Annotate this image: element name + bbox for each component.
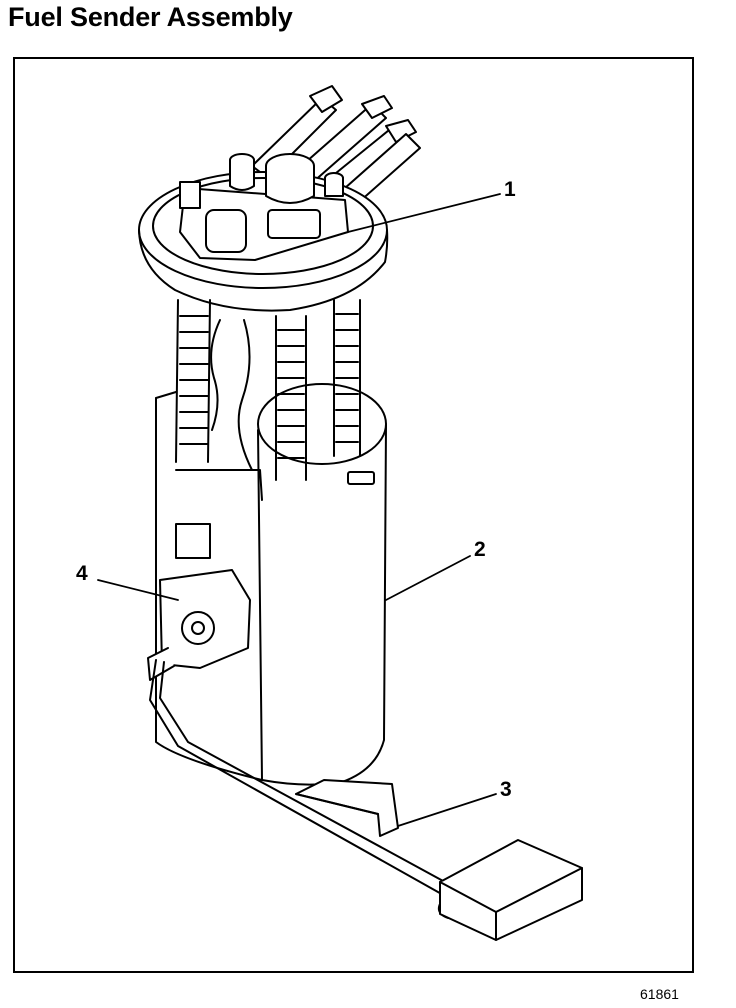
corrugated-hoses xyxy=(175,299,361,481)
callout-2: 2 xyxy=(474,538,486,561)
callout-4: 4 xyxy=(76,562,88,585)
fuel-float xyxy=(439,839,583,941)
diagram-title: Fuel Sender Assembly xyxy=(8,2,293,32)
fuel-pressure-sensor-module xyxy=(179,153,349,261)
callout-1: 1 xyxy=(504,178,516,201)
callout-3: 3 xyxy=(500,778,512,801)
diagram-frame xyxy=(13,57,694,973)
figure-id: 61861 xyxy=(640,986,679,1002)
fuel-strainer xyxy=(295,779,399,837)
fuel-level-sensor xyxy=(147,523,251,681)
callout-leader-lines xyxy=(97,193,501,827)
